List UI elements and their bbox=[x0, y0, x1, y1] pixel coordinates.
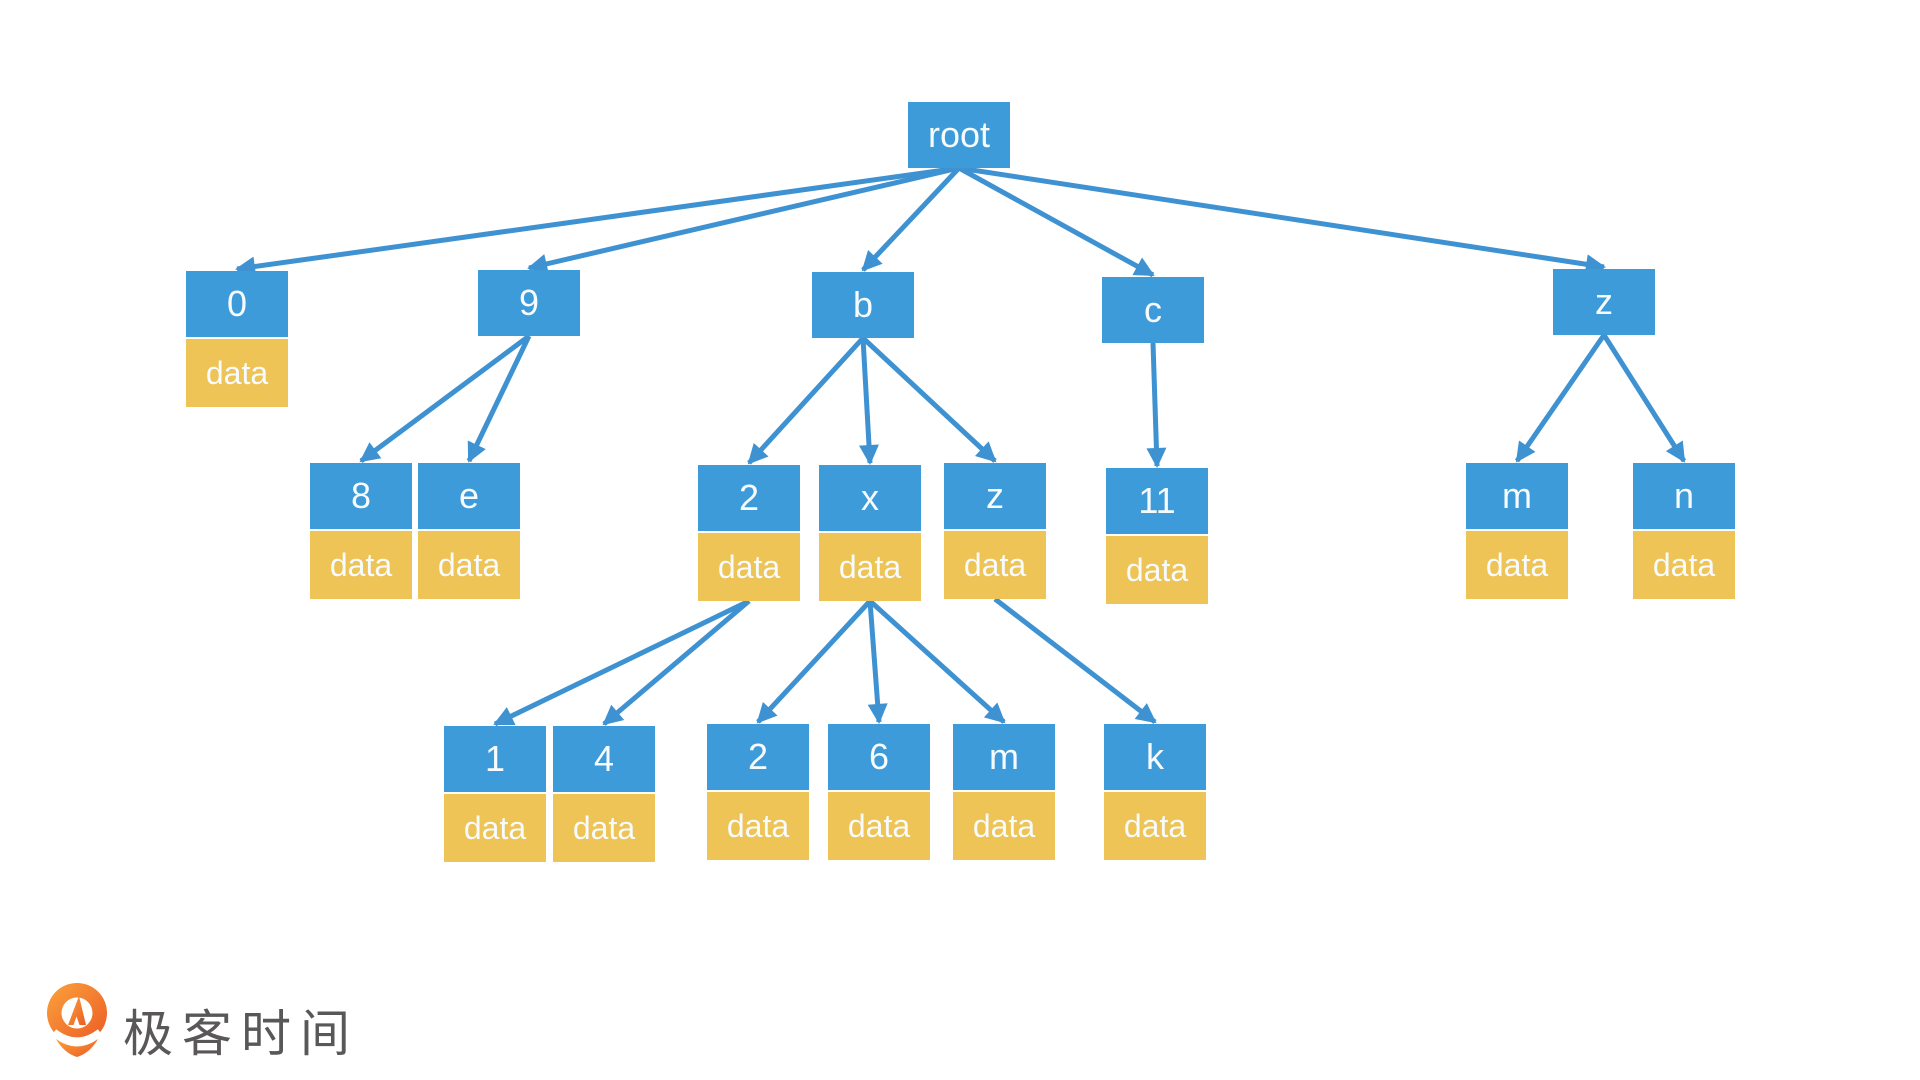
node-key: m bbox=[1466, 463, 1568, 529]
node-key: 1 bbox=[444, 726, 546, 792]
tree-edge-nz-nn bbox=[1601, 333, 1687, 463]
node-key: m bbox=[953, 724, 1055, 790]
node-key: 2 bbox=[698, 465, 800, 531]
tree-node-nz: z bbox=[1553, 269, 1655, 335]
node-data-box: data bbox=[310, 531, 412, 599]
tree-edge-root-n9 bbox=[527, 165, 960, 274]
node-data-box: data bbox=[944, 531, 1046, 599]
node-key: n bbox=[1633, 463, 1735, 529]
node-key: z bbox=[944, 463, 1046, 529]
node-data-box: data bbox=[819, 533, 921, 601]
tree-edge-nz2-nk bbox=[993, 597, 1157, 724]
node-data-box: data bbox=[953, 792, 1055, 860]
geektime-logo-icon bbox=[47, 983, 107, 1057]
tree-node-n9: 9 bbox=[478, 270, 580, 336]
node-key: 8 bbox=[310, 463, 412, 529]
node-data-box: data bbox=[1466, 531, 1568, 599]
tree-edge-n9-ne bbox=[466, 334, 532, 463]
node-data-box: data bbox=[444, 794, 546, 862]
node-key: 0 bbox=[186, 271, 288, 337]
node-key: z bbox=[1553, 269, 1655, 335]
node-data-box: data bbox=[707, 792, 809, 860]
node-key: x bbox=[819, 465, 921, 531]
tree-edge-n2-n4 bbox=[602, 599, 751, 726]
node-data-box: data bbox=[1106, 536, 1208, 604]
node-key: root bbox=[908, 102, 1010, 168]
tree-edge-nx-n2b bbox=[756, 599, 872, 724]
tree-edge-nb-n2 bbox=[747, 336, 865, 465]
tree-edge-root-n0 bbox=[235, 165, 960, 277]
tree-edge-nx-nmb bbox=[868, 599, 1006, 724]
tree-node-root: root bbox=[908, 102, 1010, 168]
node-key: k bbox=[1104, 724, 1206, 790]
tree-edge-root-nb bbox=[861, 166, 961, 272]
tree-edge-nb-nx bbox=[859, 337, 879, 465]
node-key: 9 bbox=[478, 270, 580, 336]
node-key: e bbox=[418, 463, 520, 529]
node-key: 4 bbox=[553, 726, 655, 792]
node-data-box: data bbox=[553, 794, 655, 862]
node-data-box: data bbox=[1104, 792, 1206, 860]
tree-edge-root-nc bbox=[957, 165, 1155, 278]
brand-name: 极客时间 bbox=[123, 1006, 359, 1062]
node-key: c bbox=[1102, 277, 1204, 343]
tree-node-nb: b bbox=[812, 272, 914, 338]
tree-edge-n9-n8 bbox=[359, 333, 531, 464]
node-key: b bbox=[812, 272, 914, 338]
node-key: 6 bbox=[828, 724, 930, 790]
tree-edge-nz-nm bbox=[1514, 333, 1607, 463]
node-data-box: data bbox=[1633, 531, 1735, 599]
node-data-box: data bbox=[418, 531, 520, 599]
node-data-box: data bbox=[186, 339, 288, 407]
tree-edge-nc-n11 bbox=[1146, 342, 1167, 468]
tree-edge-nx-n6 bbox=[867, 600, 888, 724]
node-key: 11 bbox=[1106, 468, 1208, 534]
brand-logo: 极客时间 bbox=[45, 983, 359, 1069]
tree-edge-nb-nz2 bbox=[861, 336, 997, 463]
tree-edge-n2-n1 bbox=[493, 598, 751, 727]
node-data-box: data bbox=[828, 792, 930, 860]
tree-node-nc: c bbox=[1102, 277, 1204, 343]
node-data-box: data bbox=[698, 533, 800, 601]
tree-edge-root-nz bbox=[958, 165, 1606, 275]
node-key: 2 bbox=[707, 724, 809, 790]
